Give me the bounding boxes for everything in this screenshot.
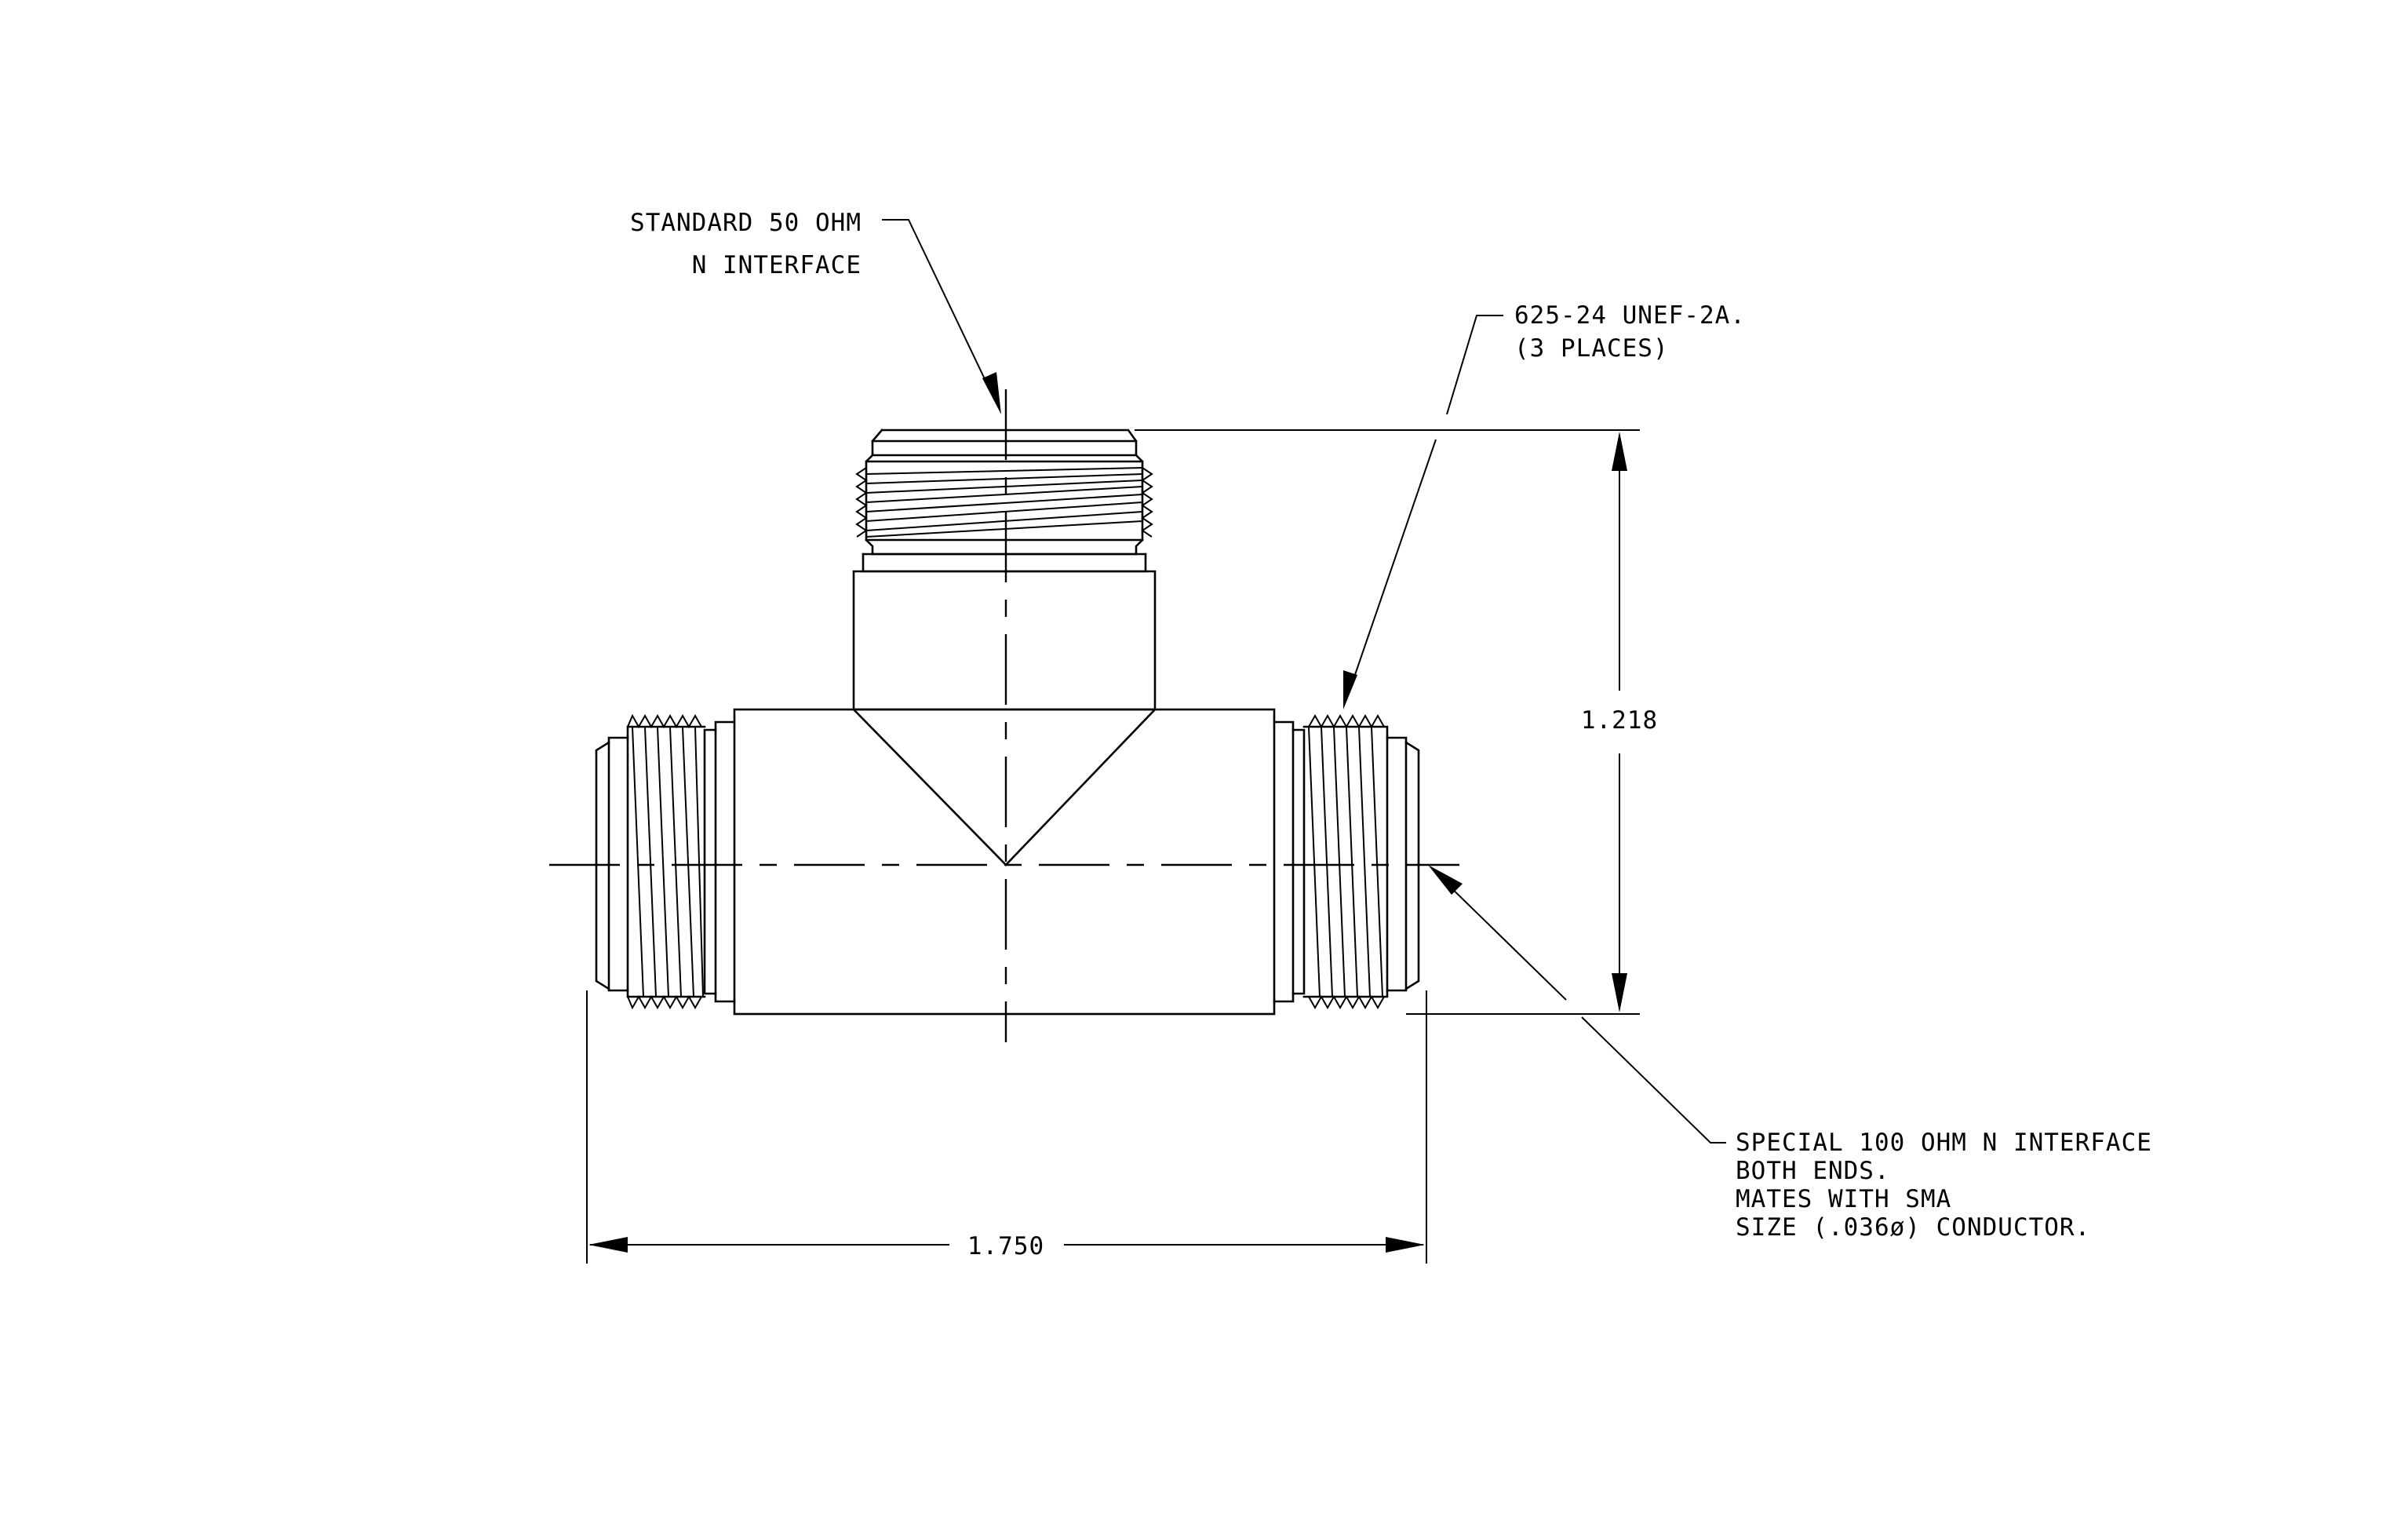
note-side-line-1: SPECIAL 100 OHM N INTERFACE (1736, 1129, 2152, 1157)
leader-thread-spec (1343, 315, 1503, 709)
leader-top-interface (882, 219, 1001, 414)
height-arrow-bottom (1612, 973, 1627, 1012)
leader-thread-arrow (1343, 670, 1357, 709)
width-arrow-left (588, 1237, 628, 1253)
note-side-line-4: SIZE (.036ø) CONDUCTOR. (1736, 1213, 2090, 1242)
note-side-line-3: MATES WITH SMA (1736, 1185, 1951, 1213)
right-thread-lines (1308, 726, 1383, 998)
width-dimension (586, 990, 1427, 1264)
height-dimension (1135, 429, 1640, 1015)
top-connector (855, 429, 1153, 573)
height-dimension-value: 1.218 (1581, 706, 1658, 735)
leader-side-arrow (1428, 865, 1463, 895)
right-connector (1273, 713, 1420, 1010)
height-arrow-top (1612, 432, 1627, 471)
width-dimension-value: 1.750 (967, 1232, 1044, 1260)
note-thread-line-1: 625-24 UNEF-2A. (1514, 301, 1746, 330)
top-thread-lines (865, 467, 1143, 538)
note-side-line-2: BOTH ENDS. (1736, 1157, 1890, 1185)
note-top-line-2: N INTERFACE (692, 251, 862, 279)
note-top-line-1: STANDARD 50 OHM (630, 209, 862, 237)
tee-body (733, 570, 1276, 1016)
note-thread-line-2: (3 PLACES) (1514, 334, 1669, 363)
left-thread-lines (632, 726, 704, 998)
leader-side-interface (1428, 865, 1726, 1143)
left-connector (595, 713, 736, 1010)
leader-top-arrow (982, 372, 1001, 414)
width-arrow-right (1386, 1237, 1425, 1253)
left-thread-crests (627, 713, 702, 1010)
top-thread-crests (855, 467, 1153, 538)
center-lines (549, 389, 1459, 1042)
